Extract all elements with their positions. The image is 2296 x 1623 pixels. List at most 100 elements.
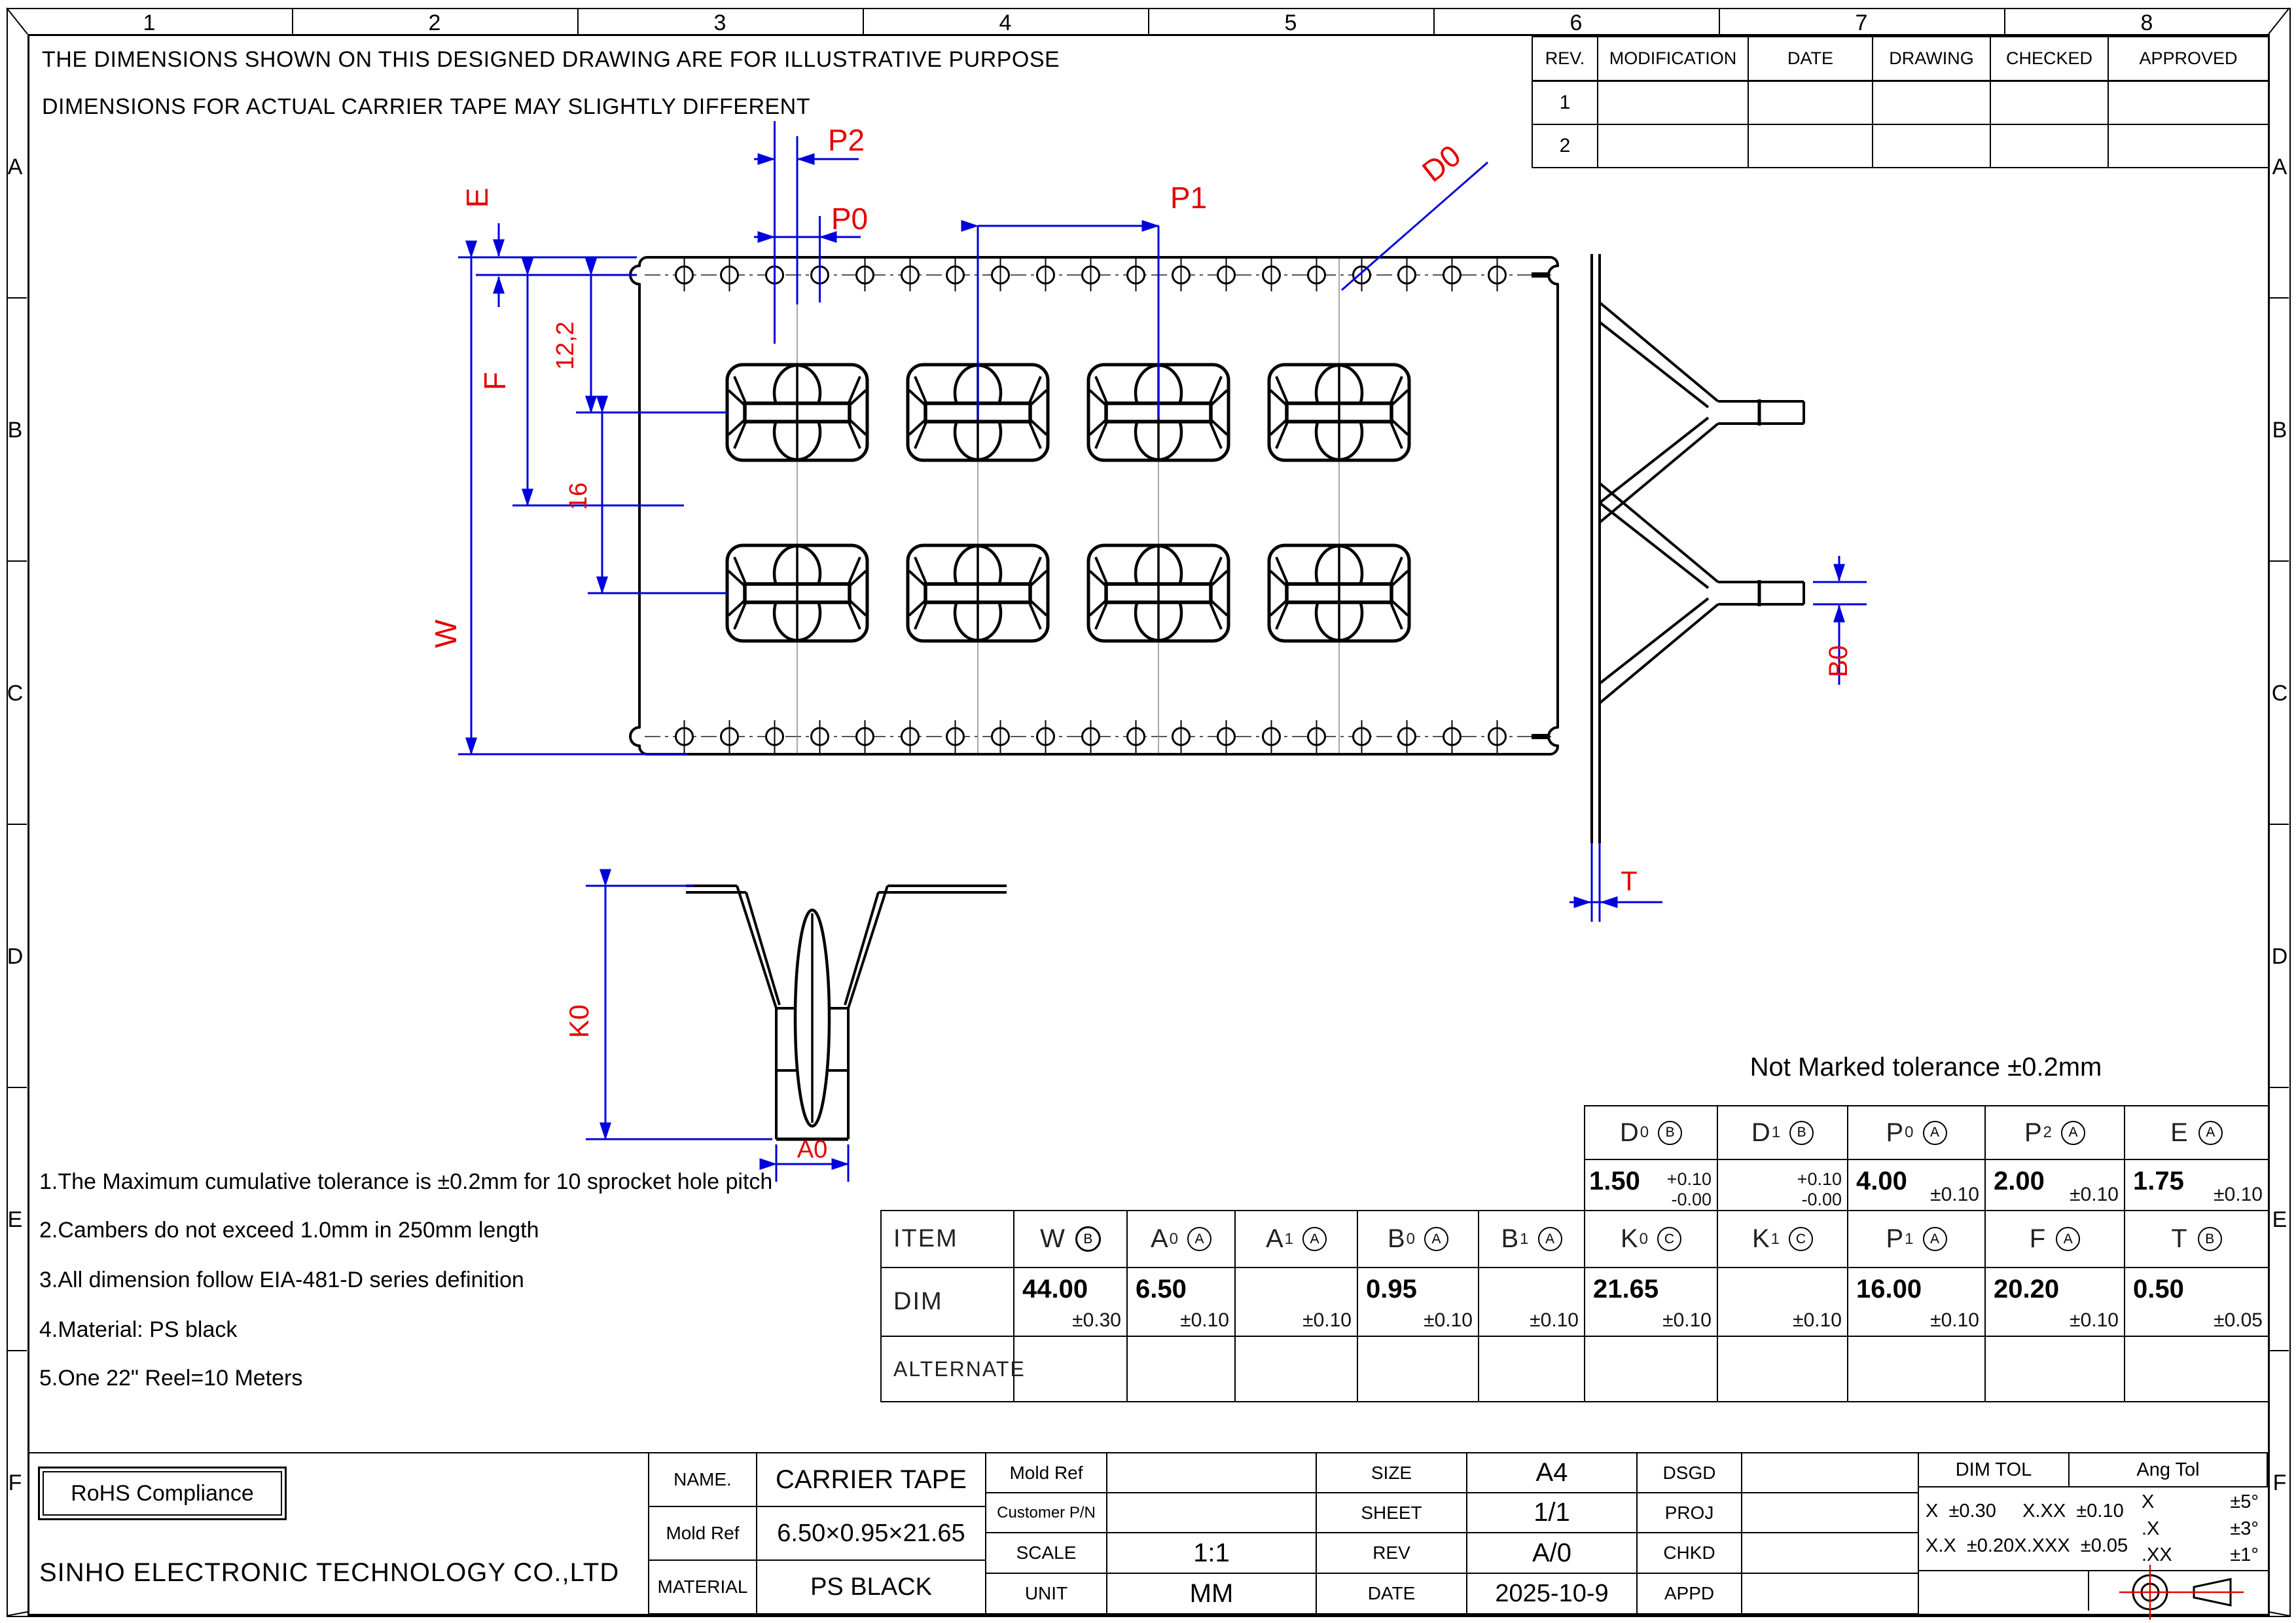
name-value: CARRIER TAPE — [757, 1453, 986, 1507]
grid-row-label: B — [7, 418, 23, 443]
rev-header: APPROVED — [2109, 37, 2269, 82]
note-5: 5.One 22" Reel=10 Meters — [39, 1366, 303, 1391]
datum-circle: A — [1424, 1227, 1449, 1251]
material-label: MATERIAL — [649, 1561, 757, 1614]
grid-col-label: 5 — [1284, 10, 1297, 35]
disclaimer-line-1: THE DIMENSIONS SHOWN ON THIS DESIGNED DR… — [42, 47, 1060, 72]
grid-tick — [2269, 1350, 2289, 1351]
alternate-cell — [1236, 1337, 1358, 1402]
rev-header: DATE — [1749, 37, 1873, 82]
note-4: 4.Material: PS black — [39, 1317, 238, 1342]
titleblock-size-section: SIZE A4 SHEET 1/1 REV A/0 DATE 2025-10-9 — [1316, 1452, 1638, 1614]
datum-circle: C — [1657, 1227, 1682, 1251]
proj-value — [1742, 1493, 1919, 1533]
grid-tick — [2269, 297, 2289, 299]
datum-circle: B — [1658, 1120, 1683, 1145]
dsgd-value — [1742, 1453, 1919, 1493]
inner-frame — [27, 34, 2270, 1616]
value-E: 1.75±0.10 — [2125, 1160, 2269, 1211]
label-P0: P0 — [831, 202, 868, 236]
grid-tick — [7, 1087, 27, 1088]
alternate-cell — [1479, 1337, 1585, 1402]
alternate-cell — [1848, 1337, 1986, 1402]
mold-ref-label: Mold Ref — [649, 1507, 757, 1561]
material-value: PS BLACK — [757, 1561, 986, 1614]
datum-circle: A — [2198, 1120, 2223, 1145]
dim-tol-row-2: X.X ±0.20X.XXX ±0.05 — [1926, 1535, 2128, 1556]
grid-divider — [1148, 9, 1149, 34]
projection-symbols — [2119, 1565, 2244, 1620]
grid-divider — [577, 9, 579, 34]
alternate-cell — [1986, 1337, 2125, 1402]
grid-row-label: C — [7, 681, 24, 706]
rohs-box: RoHS Compliance — [38, 1467, 287, 1520]
value-D1: +0.10-0.00 — [1718, 1160, 1848, 1211]
label-P1: P1 — [1170, 181, 1207, 215]
note-1: 1.The Maximum cumulative tolerance is ±0… — [39, 1169, 773, 1194]
dim-F: 20.20±0.10 — [1986, 1268, 2125, 1337]
appd-label: APPD — [1638, 1574, 1742, 1614]
ang-tol-row-3: .XX±1° — [2142, 1544, 2259, 1565]
grid-col-label: 4 — [999, 10, 1012, 35]
pocket-section-view — [686, 884, 1007, 1141]
grid-col-label: 8 — [2140, 10, 2153, 35]
grid-tick — [2269, 560, 2289, 562]
grid-divider — [863, 9, 864, 34]
grid-col-label: 2 — [428, 10, 441, 35]
datum-circle: A — [1537, 1227, 1562, 1251]
side-section-view — [1590, 254, 1804, 843]
datum-circle: A — [2056, 1227, 2081, 1251]
alternate-cell — [1128, 1337, 1236, 1402]
sheet-value: 1/1 — [1467, 1493, 1638, 1533]
grid-divider — [1719, 9, 1720, 34]
rev-cell — [1991, 125, 2109, 168]
grid-tick — [7, 560, 27, 562]
rev-cell — [2109, 125, 2269, 168]
note-2: 2.Cambers do not exceed 1.0mm in 250mm l… — [39, 1218, 539, 1243]
grid-divider — [292, 9, 293, 34]
rev-header: CHECKED — [1991, 37, 2109, 82]
grid-tick — [2269, 1087, 2289, 1088]
label-E: E — [460, 188, 494, 208]
scale-value: 1:1 — [1107, 1533, 1317, 1574]
note-3: 3.All dimension follow EIA-481-D series … — [39, 1267, 524, 1292]
dim-B1: ±0.10 — [1479, 1268, 1585, 1337]
datum-circle: A — [1187, 1227, 1212, 1251]
rev-cell — [1749, 82, 1873, 125]
label-K0: K0 — [564, 1004, 594, 1038]
rev-header: DRAWING — [1873, 37, 1991, 82]
value-P0: 4.00±0.10 — [1848, 1160, 1986, 1211]
rev-header: REV. — [1533, 37, 1598, 82]
sheet-label: SHEET — [1317, 1493, 1467, 1533]
grid-row-label: D — [7, 944, 24, 969]
customer-pn-label: Customer P/N — [986, 1493, 1107, 1533]
datum-circle: B — [1789, 1120, 1814, 1145]
datum-circle: A — [2061, 1120, 2086, 1145]
company-name: SINHO ELECTRONIC TECHNOLOGY CO.,LTD — [39, 1558, 620, 1587]
grid-row-label: F — [2272, 1470, 2287, 1495]
dim-P1: 16.00±0.10 — [1848, 1268, 1986, 1337]
scale-label: SCALE — [986, 1533, 1107, 1574]
dim-W: 44.00±0.30 — [1014, 1268, 1128, 1337]
unit-value: MM — [1107, 1574, 1317, 1614]
rohs-label: RoHS Compliance — [71, 1480, 254, 1506]
mold-ref-value: 6.50×0.95×21.65 — [757, 1507, 986, 1561]
tolerance-values: X ±0.30 X.XX ±0.10 X.X ±0.20X.XXX ±0.05 … — [1919, 1487, 2268, 1571]
dim-A1: ±0.10 — [1236, 1268, 1358, 1337]
datum-circle: A — [1922, 1227, 1947, 1251]
grid-row-label: A — [2272, 155, 2287, 179]
dim-K1: ±0.10 — [1718, 1268, 1848, 1337]
date-label: DATE — [1317, 1574, 1467, 1614]
